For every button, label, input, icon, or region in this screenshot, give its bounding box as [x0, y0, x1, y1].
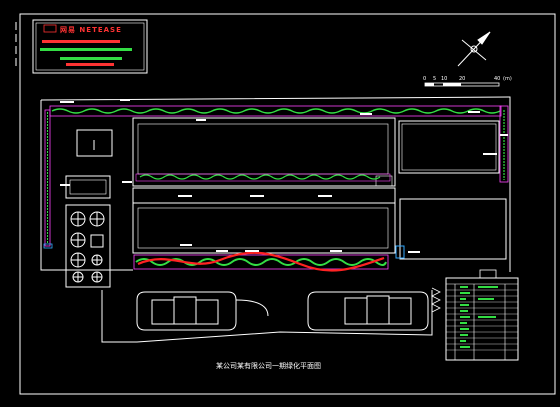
- north-planting-strip: [49, 105, 509, 183]
- scale-tick-2: 10: [441, 76, 448, 82]
- scale-tick-1: 5: [433, 76, 437, 82]
- drawing-title: 某公司某有限公司一期绿化平面图: [216, 362, 321, 370]
- pump-house: [65, 175, 111, 199]
- scale-tick-0: 0: [423, 76, 427, 82]
- west-planting-strip: [43, 109, 53, 249]
- site-boundary: [40, 96, 511, 343]
- dormitory-west: [136, 291, 269, 331]
- scale-bar: [424, 82, 500, 87]
- annotation-leaders: [60, 99, 508, 253]
- south-planting-strip: [133, 251, 389, 272]
- north-arrow-icon: [457, 31, 491, 67]
- scale-tick-3: 20: [459, 76, 466, 82]
- middle-planting-strip: [135, 173, 391, 182]
- logo-text: 网易 NETEASE: [60, 26, 122, 34]
- plant-schedule-table: [445, 269, 519, 361]
- sheet-frame: [19, 13, 556, 395]
- east-buildings: [395, 120, 507, 260]
- scale-tick-4: 40: [494, 76, 501, 82]
- stair-hatch: [431, 287, 441, 313]
- workshop-2: [132, 187, 396, 254]
- dormitory-east: [307, 291, 429, 331]
- logo-block: [32, 19, 148, 74]
- guard-house: [76, 129, 113, 157]
- tank-farm: [65, 204, 111, 288]
- scale-unit: (m): [503, 76, 512, 82]
